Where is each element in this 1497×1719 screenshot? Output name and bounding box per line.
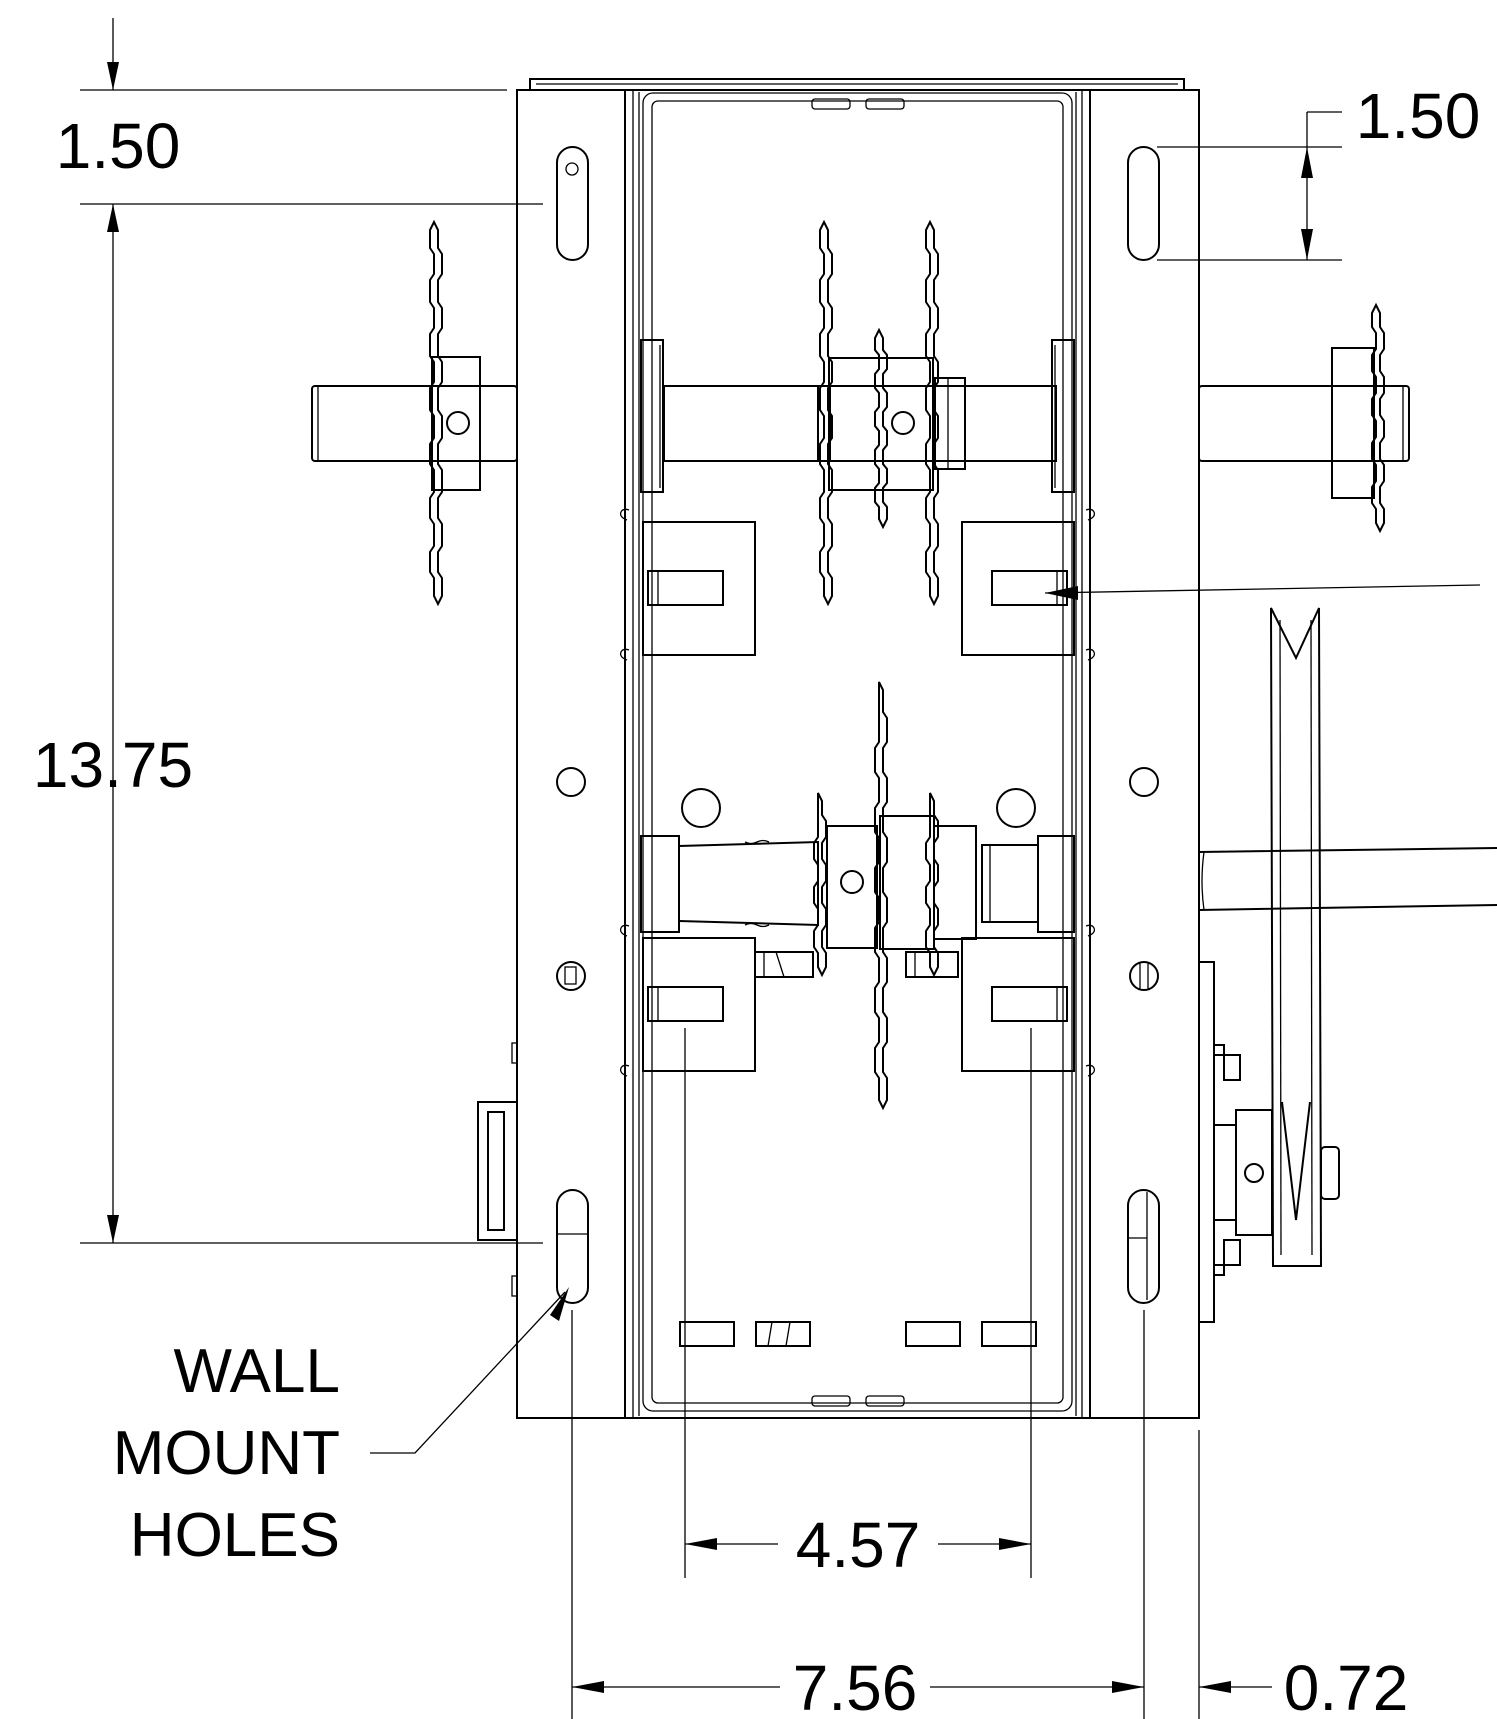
slot-top-left [556, 146, 589, 261]
lower-shaft-assembly [477, 681, 1075, 1347]
callout-line-3: HOLES [130, 1501, 340, 1570]
take-up-blocks [619, 508, 1096, 1077]
dimension-labels: 1.50 1.50 13.75 4.57 7.56 0.72 [33, 80, 1480, 1719]
wall-mount-holes [556, 146, 1160, 1304]
dim-inner-spacing: 4.57 [796, 1509, 921, 1581]
slot-bottom-right [1127, 1189, 1160, 1304]
dim-vertical-hole-spacing: 13.75 [33, 729, 193, 801]
hole-left-mid [556, 767, 586, 797]
dim-top-left-offset: 1.50 [56, 110, 181, 182]
leader-lines [370, 584, 1481, 1454]
hole-right-mid [1129, 767, 1159, 797]
callout-line-1: WALL [173, 1337, 340, 1406]
dimensions [80, 18, 1342, 1719]
pulley-assembly [1198, 607, 1497, 1323]
dim-right-slot-length: 1.50 [1356, 80, 1481, 152]
callout-line-2: MOUNT [113, 1419, 340, 1488]
dim-hole-spacing: 7.56 [793, 1652, 918, 1719]
dim-flange-offset: 0.72 [1284, 1652, 1409, 1719]
slot-top-right [1127, 146, 1160, 261]
gearbox-frame [516, 78, 1200, 1419]
upper-shaft-assembly [311, 219, 1410, 607]
slot-bottom-left [556, 1189, 589, 1304]
wall-mount-callout: WALL MOUNT HOLES [113, 1337, 340, 1570]
